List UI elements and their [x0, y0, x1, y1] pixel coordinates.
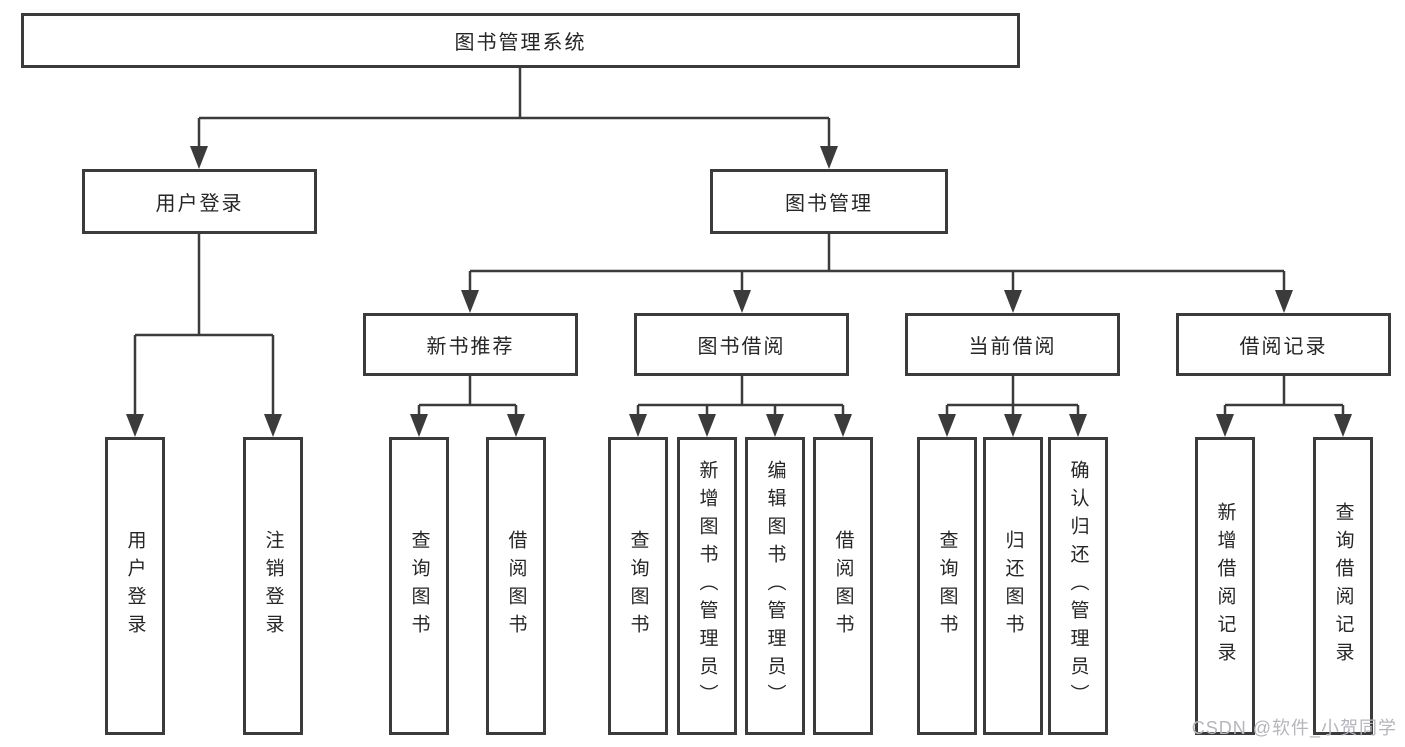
node-label: 借阅图书 — [505, 530, 527, 642]
node-book-management: 图书管理 — [710, 169, 948, 234]
node-label: 借阅图书 — [832, 530, 854, 642]
node-label: 注销登录 — [262, 530, 284, 642]
arrowheads — [126, 146, 1352, 437]
arrow-icon — [1004, 290, 1022, 313]
connector-book-mgmt — [468, 234, 1286, 292]
node-label: 用户登录 — [155, 193, 244, 215]
arrow-icon — [507, 414, 525, 437]
leaf-query-books-recommend: 查询图书 — [389, 437, 449, 735]
arrow-icon — [1334, 414, 1352, 437]
node-label: 新增借阅记录 — [1214, 502, 1236, 670]
node-library-system: 图书管理系统 — [21, 13, 1020, 68]
node-user-login: 用户登录 — [82, 169, 317, 234]
node-label: 确认归还（管理员） — [1067, 460, 1089, 712]
connector-records — [1223, 376, 1345, 418]
arrow-icon — [461, 290, 479, 313]
node-label: 查询借阅记录 — [1332, 502, 1354, 670]
arrow-icon — [733, 290, 751, 313]
node-label: 新增图书（管理员） — [696, 460, 718, 712]
node-label: 编辑图书（管理员） — [764, 460, 786, 712]
leaf-user-login: 用户登录 — [105, 437, 165, 735]
node-label: 新书推荐 — [426, 336, 515, 358]
leaf-query-books-current: 查询图书 — [917, 437, 977, 735]
connector-current — [945, 376, 1080, 418]
leaf-edit-book-admin: 编辑图书（管理员） — [745, 437, 805, 735]
node-book-borrowing: 图书借阅 — [634, 313, 849, 376]
node-borrowing-records: 借阅记录 — [1176, 313, 1391, 376]
leaf-add-borrow-record: 新增借阅记录 — [1195, 437, 1255, 735]
node-label: 用户登录 — [124, 530, 146, 642]
node-label: 当前借阅 — [968, 336, 1057, 358]
node-label: 图书管理 — [785, 193, 873, 215]
leaf-borrow-books-borrowing: 借阅图书 — [813, 437, 873, 735]
leaf-return-books: 归还图书 — [983, 437, 1043, 735]
node-label: 查询图书 — [408, 530, 430, 642]
leaf-query-books-borrowing: 查询图书 — [608, 437, 668, 735]
leaf-borrow-books-recommend: 借阅图书 — [486, 437, 546, 735]
node-new-book-recommend: 新书推荐 — [363, 313, 578, 376]
leaf-query-borrow-record: 查询借阅记录 — [1313, 437, 1373, 735]
arrow-icon — [1275, 290, 1293, 313]
arrow-icon — [834, 414, 852, 437]
arrow-icon — [698, 414, 716, 437]
node-label: 借阅记录 — [1239, 336, 1328, 358]
node-label: 查询图书 — [627, 530, 649, 642]
node-label: 图书借阅 — [697, 336, 786, 358]
arrow-icon — [126, 414, 144, 437]
node-label: 图书管理系统 — [454, 32, 587, 54]
node-label: 查询图书 — [936, 530, 958, 642]
connector-user-login — [133, 234, 275, 416]
leaf-logout: 注销登录 — [243, 437, 303, 735]
node-label: 归还图书 — [1002, 530, 1024, 642]
leaf-add-book-admin: 新增图书（管理员） — [677, 437, 737, 735]
arrow-icon — [766, 414, 784, 437]
node-current-borrowing: 当前借阅 — [905, 313, 1120, 376]
arrow-icon — [629, 414, 647, 437]
arrow-icon — [938, 414, 956, 437]
arrow-icon — [264, 414, 282, 437]
csdn-watermark: CSDN @软件_小贺同学 — [1191, 718, 1397, 738]
connector-root — [197, 68, 831, 148]
leaf-confirm-return-admin: 确认归还（管理员） — [1048, 437, 1108, 735]
connector-borrowing — [636, 376, 845, 418]
arrow-icon — [1216, 414, 1234, 437]
arrow-icon — [1069, 414, 1087, 437]
connector-new-books — [417, 376, 518, 418]
arrow-icon — [190, 146, 208, 169]
arrow-icon — [410, 414, 428, 437]
arrow-icon — [1004, 414, 1022, 437]
arrow-icon — [820, 146, 838, 169]
